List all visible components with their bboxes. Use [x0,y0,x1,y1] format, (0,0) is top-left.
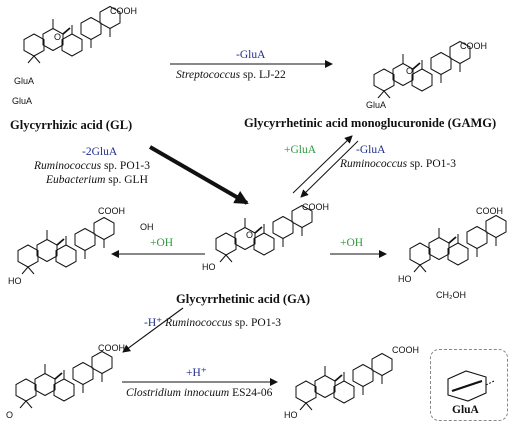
epi-cooh-label: COOH [392,345,419,355]
reagent-gl-gamg: -GluA [236,49,266,61]
left-cooh-label: COOH [98,206,125,216]
right-ch2oh-label: CH₂OH [436,290,466,300]
ga-cooh-label: COOH [302,202,329,212]
gamg-glua-label: GluA [366,100,387,110]
right-cooh-label: COOH [476,206,503,216]
arrow-gamg-to-ga [300,140,359,198]
reagent-bottom: +H⁺ [186,367,207,379]
label-ga: Glycyrrhetinic acid (GA) [176,292,310,306]
left-oh-label: OH [140,222,154,232]
glua-sugar-ring [447,370,495,402]
glua-structure-box [430,349,508,421]
molecule-ga [215,204,313,263]
gamg-cooh-label: COOH [460,41,487,51]
molecule-ga-hydroxy-right [409,214,507,273]
ga-oxo-label: O [246,230,254,240]
label-gl: Glycyrrhizic acid (GL) [10,118,133,132]
molecule-ga-keto [15,350,113,409]
reagent-ga-left: +OH [150,237,174,249]
gl-glua-label-1: GluA [14,76,35,86]
arrow-ga-to-keto [122,307,184,353]
arrow-ga-to-gamg [292,135,353,194]
reagent-ga-gamg-forward: +GluA [284,144,317,156]
molecule-gamg [373,40,471,99]
molecule-ga-hydroxy-left [17,216,115,275]
gl-oxo-label: O [54,32,62,42]
reagent-ga-right: +OH [340,237,364,249]
keto-oxo-label: O [6,410,14,420]
keto-cooh-label: COOH [98,343,125,353]
glua-label: GluA [452,404,479,416]
organism-gl-gamg: Streptococcus sp. LJ-22 [176,69,286,81]
molecule-ga-epi [295,352,393,411]
organism-gl-ga-2: Eubacterium sp. GLH [46,174,148,186]
gamg-oxo-label: O [406,66,414,76]
reaction-ga-down: -H⁺ Ruminococcus sp. PO1-3 [144,317,282,329]
reagent-gamg-ga-back: -GluA [356,144,386,156]
organism-ga-gamg: Ruminococcus sp. PO1-3 [340,158,456,170]
gl-glua-label-2: GluA [12,96,33,106]
arrow-gl-to-ga [149,145,249,205]
right-ho-label: HO [398,274,412,284]
ga-ho-label: HO [202,262,216,272]
organism-bottom: Clostridium innocuum ES24-06 [126,387,273,399]
gl-cooh-label: COOH [110,6,137,16]
left-ho-label: HO [8,276,22,286]
reagent-gl-ga: -2GluA [82,146,118,158]
epi-ho-label: HO [284,410,298,420]
molecule-gl [23,5,121,64]
organism-gl-ga-1: Ruminococcus sp. PO1-3 [34,160,150,172]
label-gamg: Glycyrrhetinic acid monoglucuronide (GAM… [244,116,497,130]
